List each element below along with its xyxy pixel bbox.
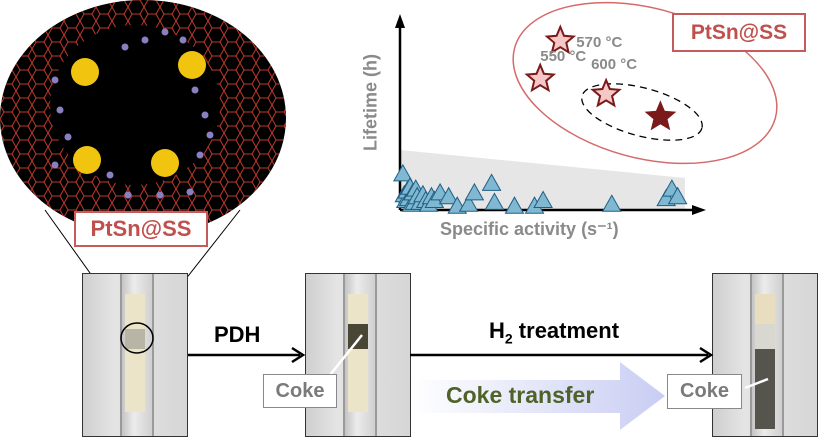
ptsn-point [644, 100, 677, 131]
x-axis-label-text: Specific activity (s⁻¹) [440, 219, 619, 239]
structure-label: PtSn@SS [74, 211, 208, 247]
literature-point [393, 163, 413, 182]
zeolite-structure-svg [0, 0, 286, 236]
sn-atom [124, 191, 132, 199]
coke-label-2: Coke [667, 374, 742, 409]
sn-atom [106, 171, 114, 179]
literature-point [464, 182, 485, 201]
reactor-photo-after-pdh [305, 273, 411, 437]
sn-atom [51, 161, 59, 169]
sn-atom [206, 131, 214, 139]
coke-transfer-arrow [412, 362, 665, 430]
y-axis-arrow [395, 14, 405, 28]
sn-atom [64, 133, 72, 141]
sn-atom [141, 36, 149, 44]
pt-cluster [71, 58, 99, 86]
x-axis-label: Specific activity (s⁻¹) [440, 219, 619, 240]
reactor-photo-fresh [82, 273, 188, 437]
coke-label-1: Coke [263, 374, 337, 408]
ptsn-point [590, 77, 622, 108]
h2-treatment-label: H2 treatment [489, 318, 619, 346]
literature-point [484, 192, 505, 210]
sn-atom [201, 111, 209, 119]
h2-label-sub: 2 [504, 330, 513, 347]
zeolite-structure-view [0, 0, 290, 250]
sn-atom [51, 76, 59, 84]
literature-point [481, 173, 502, 191]
pt-cluster [73, 146, 101, 174]
coke-pointer-1 [329, 334, 363, 376]
coke-pointer-2 [744, 377, 769, 390]
sn-atom [191, 86, 199, 94]
ptsn-point-label: 600 °C [591, 56, 637, 73]
literature-point [601, 194, 622, 212]
ptsn-point [524, 62, 557, 93]
chart-annotation-ptsn: PtSn@SS [672, 13, 806, 52]
coke-transfer-label: Coke transfer [446, 382, 595, 408]
literature-point [438, 186, 459, 205]
pt-cluster [178, 51, 206, 79]
x-axis-arrow [692, 205, 706, 215]
sn-atom [186, 188, 194, 196]
zoom-region-circle [120, 322, 154, 354]
h2-label-rest: treatment [512, 318, 620, 343]
literature-point [504, 196, 525, 214]
pdh-label: PDH [214, 322, 261, 347]
sn-atom [196, 151, 204, 159]
ptsn-point-label: 570 °C [576, 34, 622, 51]
sn-atom [161, 28, 169, 36]
600c-ellipse [581, 83, 703, 141]
literature-point [458, 194, 479, 212]
ptsn-point-label: 550 °C [540, 48, 586, 65]
h2-label-h: H [489, 318, 505, 343]
sn-atom [156, 191, 164, 199]
sn-atom [121, 43, 129, 51]
ptsn-ellipse [512, 1, 778, 165]
sn-atom [179, 36, 187, 44]
ptsn-point [544, 24, 577, 55]
pt-cluster [151, 149, 179, 177]
literature-point [533, 190, 553, 208]
literature-point [667, 186, 688, 205]
reactor-photo-after-h2 [712, 273, 818, 437]
sn-atom [56, 106, 64, 114]
